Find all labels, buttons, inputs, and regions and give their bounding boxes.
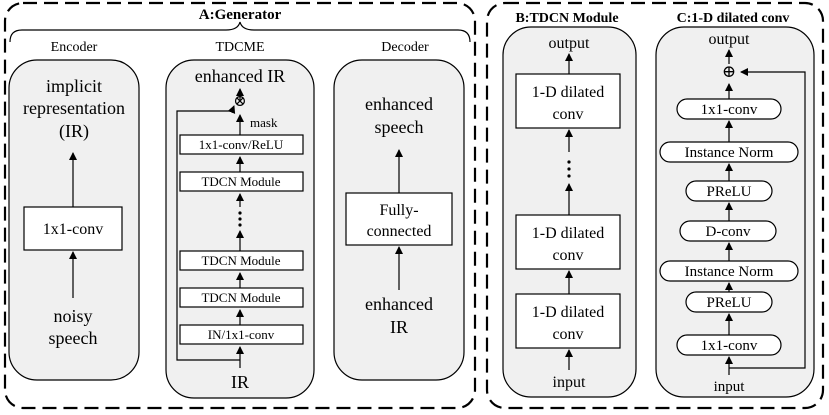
- tdcme-block-conv-relu-label: 1x1-conv/ReLU: [199, 137, 284, 152]
- dilated-residual-line: [729, 68, 806, 369]
- tdcn-ellipsis-dot: [567, 160, 571, 164]
- tdcme-input-label: IR: [231, 372, 249, 392]
- decoder-input-line1: enhanced: [365, 294, 433, 314]
- tdcme-block-in-conv-label: IN/1x1-conv: [208, 327, 275, 342]
- encoder-output-line2: representation: [23, 98, 125, 118]
- tdcn-ellipsis-dot: [567, 167, 571, 171]
- decoder-output-line2: speech: [375, 117, 424, 137]
- tdcme-ellipsis-dot: [238, 217, 242, 221]
- add-icon: ⊕: [722, 62, 736, 81]
- encoder-conv-label: 1x1-conv: [43, 221, 103, 238]
- tdcn-dilated-block-3-line2: conv: [552, 326, 583, 343]
- tdcme-multiply-icon: ⊗: [233, 93, 246, 110]
- tdcme-block-tdcn-3: [179, 287, 304, 308]
- decoder-title: Decoder: [381, 40, 429, 55]
- tdcn-dilated-block-3-line1: 1-D dilated: [532, 304, 604, 321]
- tdcme-block-tdcn-2-label: TDCN Module: [201, 253, 280, 268]
- tdcme-block-conv-relu: [179, 134, 304, 155]
- dilated-input-label: input: [714, 379, 746, 395]
- tdcn-dilated-block-1-line1: 1-D dilated: [532, 84, 604, 101]
- modules-frame: [485, 1, 825, 410]
- dilated-output-label: output: [709, 31, 750, 48]
- decoder-input-line2: IR: [390, 317, 408, 337]
- tdcme-mask-label: mask: [250, 115, 278, 130]
- encoder-input-line1: noisy: [53, 306, 92, 326]
- tdcme-output-label: enhanced IR: [195, 66, 285, 86]
- dilated-block-prelu-bottom-label: PReLU: [707, 295, 752, 311]
- tdcn-dilated-block-2-line2: conv: [552, 247, 583, 264]
- dilated-block-prelu-top-label: PReLU: [707, 184, 752, 200]
- tdcme-bypass-arrowhead: [227, 105, 236, 114]
- generator-frame: [3, 1, 477, 410]
- encoder-input-line2: speech: [49, 328, 98, 348]
- generator-title: A:Generator: [199, 7, 282, 23]
- tdcme-ellipsis-dot: [238, 223, 242, 227]
- dilated-conv-title: C:1-D dilated conv: [677, 11, 790, 26]
- tdcme-ellipsis-dot: [238, 211, 242, 215]
- decoder-output-line1: enhanced: [365, 94, 433, 114]
- tdcme-bypass-line: [176, 110, 240, 361]
- decoder-fc-line1: Fully-: [379, 202, 418, 219]
- tdcn-dilated-block-2: [515, 214, 621, 270]
- tdcn-dilated-block-3: [515, 293, 621, 349]
- dilated-block-norm-top-label: Instance Norm: [685, 145, 774, 161]
- tdcn-dilated-block-1: [515, 73, 621, 129]
- tdcn-dilated-block-2-line1: 1-D dilated: [532, 225, 604, 242]
- decoder-fc-line2: connected: [367, 223, 432, 240]
- tdcme-block-tdcn-1: [179, 171, 304, 192]
- encoder-output-line3: (IR): [59, 121, 89, 142]
- tdcn-output-label: output: [549, 35, 590, 52]
- encoder-conv-block: [23, 206, 123, 251]
- dilated-block-dconv-label: D-conv: [706, 224, 751, 240]
- tdcme-title: TDCME: [216, 40, 265, 55]
- tdcme-block-tdcn-1-label: TDCN Module: [201, 174, 280, 189]
- dilated-block-conv-top-label: 1x1-conv: [701, 102, 758, 118]
- tdcn-ellipsis-dot: [567, 174, 571, 178]
- decoder-fc-block: [345, 192, 453, 246]
- tdcn-input-label: input: [553, 374, 586, 391]
- tdcme-block-tdcn-3-label: TDCN Module: [201, 290, 280, 305]
- tdcn-module-title: B:TDCN Module: [515, 11, 618, 26]
- dilated-block-conv-bottom-label: 1x1-conv: [701, 338, 758, 354]
- encoder-title: Encoder: [51, 40, 98, 55]
- generator-brace: [9, 21, 471, 43]
- tdcn-dilated-block-1-line2: conv: [552, 106, 583, 123]
- tdcme-block-in-conv: [179, 324, 304, 345]
- encoder-output-line1: implicit: [46, 76, 102, 96]
- dilated-block-dconv: [679, 220, 777, 242]
- dilated-block-norm-bottom-label: Instance Norm: [685, 264, 774, 280]
- tdcme-block-tdcn-2: [179, 250, 304, 271]
